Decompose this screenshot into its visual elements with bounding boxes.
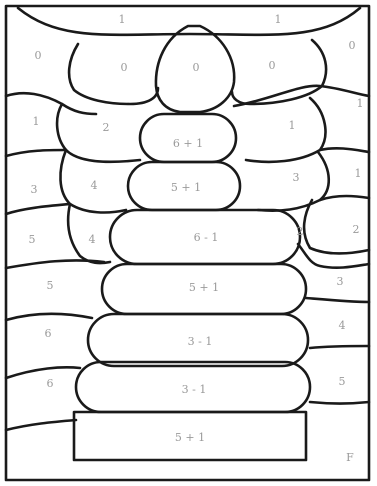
right-divider-2: [320, 148, 369, 152]
left-divider-3: [6, 204, 70, 214]
label-row3-right: 1: [355, 167, 362, 180]
label-row1-left: 0: [35, 49, 42, 62]
label-row7-center: 3 - 1: [182, 383, 207, 396]
right-divider-3: [320, 196, 369, 200]
sheet-border: [6, 6, 369, 480]
label-top-right: 1: [275, 13, 282, 26]
label-corner-mark: F: [346, 451, 354, 464]
label-row3-left: 3: [31, 183, 38, 196]
left-divider-7: [6, 420, 76, 430]
label-row2-center: 6 + 1: [173, 137, 203, 150]
top-arch-line: [18, 8, 360, 35]
label-row2-right: 1: [357, 97, 364, 110]
label-row2-left: 1: [33, 115, 40, 128]
left-divider-5: [6, 314, 92, 320]
label-row2-inner-right: 1: [289, 119, 296, 132]
label-row7-right: 5: [339, 375, 346, 388]
label-row4-inner-right: 2: [297, 225, 304, 238]
label-top-left: 1: [119, 13, 126, 26]
label-row6-center: 3 - 1: [188, 335, 213, 348]
left-lobe-1: [57, 104, 140, 162]
label-row4-left: 5: [29, 233, 36, 246]
label-row4-center: 6 - 1: [194, 231, 219, 244]
label-row6-left: 6: [45, 327, 52, 340]
label-row1-center: 0: [193, 61, 200, 74]
right-divider-7: [310, 402, 369, 404]
right-lobe-1: [246, 98, 325, 162]
label-row2-inner-left: 2: [103, 121, 110, 134]
left-divider-2: [6, 150, 66, 156]
label-row3-inner-right: 3: [293, 171, 300, 184]
left-divider-6: [6, 367, 80, 378]
label-base-center: 5 + 1: [175, 431, 205, 444]
label-row7-left: 6: [47, 377, 54, 390]
left-divider-4: [6, 260, 104, 268]
label-row4-inner-left: 4: [89, 233, 96, 246]
label-row1-inner-right: 0: [269, 59, 276, 72]
label-row1-inner-left: 0: [121, 61, 128, 74]
right-divider-5: [306, 298, 369, 302]
label-row5-left: 5: [47, 279, 54, 292]
label-row6-right: 4: [339, 319, 346, 332]
label-row3-center: 5 + 1: [171, 181, 201, 194]
label-row5-center: 5 + 1: [189, 281, 219, 294]
right-divider-6: [310, 346, 369, 348]
label-row1-right: 0: [349, 39, 356, 52]
label-row4-right: 2: [353, 223, 360, 236]
left-shoulder-line: [69, 44, 158, 104]
label-row3-inner-left: 4: [91, 179, 98, 192]
label-row5-right: 3: [337, 275, 344, 288]
